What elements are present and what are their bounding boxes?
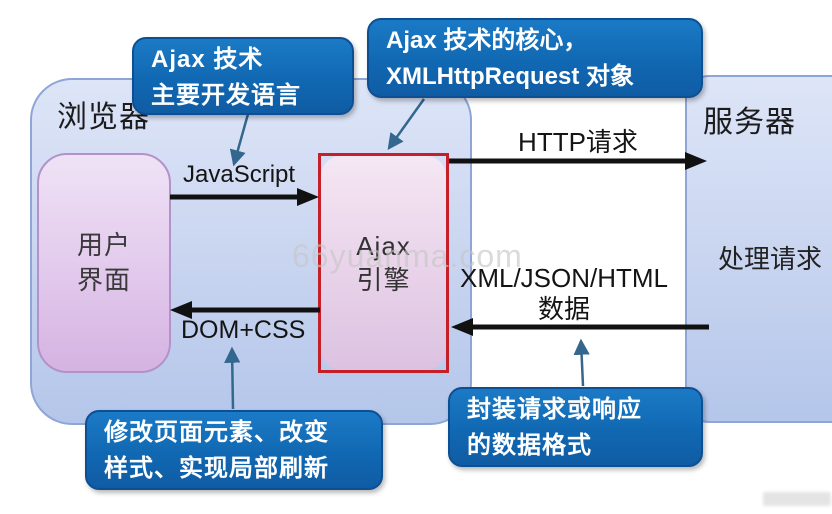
server-label: 服务器: [703, 106, 796, 139]
process-request-label: 处理请求: [718, 244, 823, 274]
server-zone: [685, 75, 832, 423]
corner-smudge: [763, 492, 831, 506]
response-label-line2: 数据: [537, 294, 590, 324]
ui-label-line1: 用户: [76, 230, 131, 260]
callout-line: 修改页面元素、改变: [104, 419, 329, 446]
callout-line: 的数据格式: [467, 432, 592, 459]
http-request-flow-label: HTTP请求: [518, 127, 638, 157]
response-data-flow-label: XML/JSON/HTML 数据: [436, 263, 692, 325]
callout-line: Ajax 技术的核心，: [386, 27, 588, 54]
javascript-flow-label: JavaScript: [183, 161, 296, 188]
ajax-engine-box: Ajax 引擎: [321, 156, 446, 370]
response-label-line1: XML/JSON/HTML: [459, 263, 669, 293]
callout-ajax-language: Ajax 技术 主要开发语言: [132, 37, 354, 115]
callout-line: 样式、实现局部刷新: [104, 455, 329, 482]
callout-ajax-core: Ajax 技术的核心， XMLHttpRequest 对象: [367, 18, 703, 98]
user-interface-box: 用户 界面: [37, 153, 171, 373]
ui-label-line2: 界面: [76, 265, 131, 295]
engine-label-line2: 引擎: [356, 265, 411, 295]
callout-line: Ajax 技术: [151, 46, 264, 73]
callout-bottom-right-pointer: [573, 338, 590, 387]
callout-data-format: 封装请求或响应 的数据格式: [448, 387, 703, 467]
callout-line: 主要开发语言: [151, 82, 301, 109]
dom-css-flow-label: DOM+CSS: [181, 316, 306, 344]
engine-label-line1: Ajax: [356, 231, 411, 261]
callout-modify-page: 修改页面元素、改变 样式、实现局部刷新: [85, 410, 383, 490]
watermark-text: 66yuanma.com: [292, 238, 523, 274]
ajax-engine-red-frame: Ajax 引擎: [318, 153, 449, 373]
callout-line: XMLHttpRequest 对象: [386, 63, 634, 90]
callout-line: 封装请求或响应: [467, 396, 642, 423]
